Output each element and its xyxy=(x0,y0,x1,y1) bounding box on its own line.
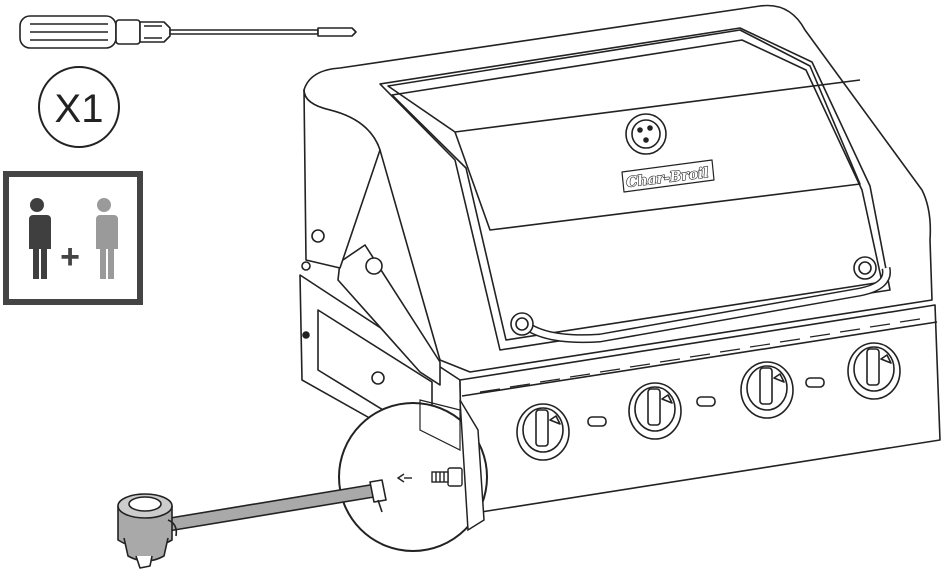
hose-fitting-icon xyxy=(396,467,463,487)
burner-knob-1 xyxy=(516,403,570,461)
person-light-icon xyxy=(94,198,118,279)
plus-sign: + xyxy=(60,238,80,276)
side-burner-assembly-icon xyxy=(117,479,387,569)
thermometer-icon xyxy=(625,113,667,155)
quantity-badge: X1 xyxy=(38,66,120,148)
burner-knob-2 xyxy=(628,382,682,440)
person-dark-icon xyxy=(27,198,51,279)
screwdriver-icon xyxy=(19,15,357,49)
hose-fitting-detail-circle xyxy=(338,399,488,552)
quantity-label: X1 xyxy=(55,87,104,131)
burner-knob-4 xyxy=(847,342,901,400)
two-person-assembly-icon: + xyxy=(3,171,143,305)
burner-knob-3 xyxy=(740,361,794,419)
vent-slots xyxy=(479,318,921,393)
lid-handle xyxy=(510,256,891,344)
